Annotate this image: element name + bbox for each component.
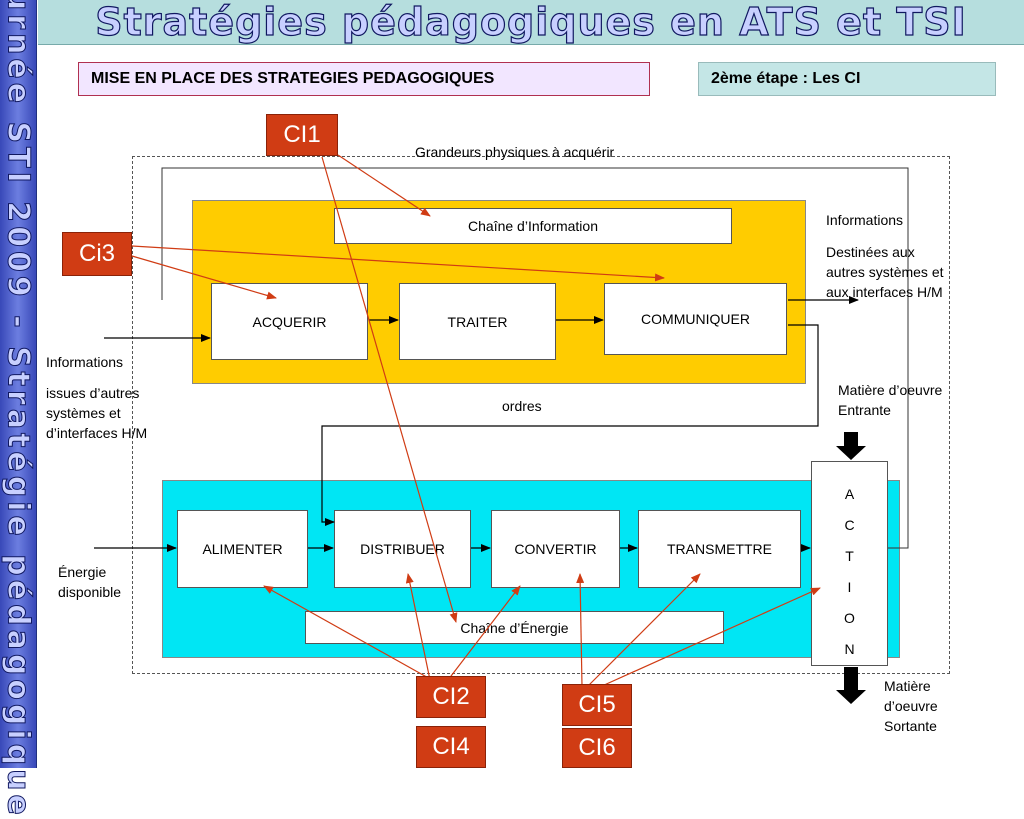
energy-chain-title: Chaîne d’Énergie — [305, 611, 724, 644]
action-letter: A — [844, 486, 855, 502]
informations-in-line: d’interfaces H/M — [46, 425, 148, 441]
action-letter: T — [845, 548, 854, 564]
ci-arrows — [131, 154, 821, 687]
matiere-entrante-label: Matière d’oeuvre — [838, 382, 943, 398]
ci5-label: CI5 — [562, 684, 632, 726]
block-acquerir: ACQUERIR — [211, 283, 368, 360]
ci4-label: CI4 — [416, 726, 486, 768]
ci6-label: CI6 — [562, 728, 632, 768]
grandeurs-physiques-label: Grandeurs physiques à acquérir — [415, 144, 615, 160]
etape-header: 2ème étape : Les CI — [698, 62, 996, 96]
diagram-connectors — [94, 154, 909, 704]
ci1-label: CI1 — [266, 114, 338, 156]
action-block: A C T I O N — [811, 461, 888, 666]
outer-frame-lines — [161, 167, 909, 549]
action-letter: N — [844, 641, 855, 657]
title-bar: Stratégies pédagogiques en ATS et TSI — [38, 0, 1024, 45]
ci3-label: Ci3 — [62, 232, 132, 276]
informations-out-title: Informations — [826, 212, 904, 228]
informations-out-line: Destinées aux — [826, 244, 915, 260]
side-band: Journée STI 2009 - Stratégie pédagogique — [0, 0, 37, 819]
informations-in-line: systèmes et — [46, 405, 121, 421]
informations-in-title: Informations — [46, 354, 124, 370]
matiere-entrante-label: Entrante — [838, 402, 891, 418]
block-alimenter: ALIMENTER — [177, 510, 308, 588]
information-chain-title: Chaîne d’Information — [334, 208, 732, 244]
block-convertir: CONVERTIR — [491, 510, 620, 588]
ordres-label: ordres — [502, 398, 542, 414]
action-letter: C — [844, 517, 855, 533]
matter-arrows — [836, 432, 866, 704]
action-letter: I — [847, 579, 852, 595]
energie-label: Énergie — [58, 564, 107, 580]
matiere-sortante-label: Matière — [884, 678, 931, 694]
informations-out-line: autres systèmes et — [826, 264, 944, 280]
block-transmettre: TRANSMETTRE — [638, 510, 801, 588]
action-letter: O — [844, 610, 855, 626]
informations-out-line: aux interfaces H/M — [826, 284, 943, 300]
block-distribuer: DISTRIBUER — [334, 510, 471, 588]
block-communiquer: COMMUNIQUER — [604, 283, 787, 355]
matiere-sortante-label: Sortante — [884, 718, 937, 734]
system-boundary — [132, 156, 950, 674]
page-title: Stratégies pédagogiques en ATS et TSI — [95, 0, 967, 45]
block-traiter: TRAITER — [399, 283, 556, 360]
informations-in-line: issues d’autres — [46, 385, 140, 401]
ci2-label: CI2 — [416, 676, 486, 718]
matiere-sortante-label: d’oeuvre — [884, 698, 938, 714]
mise-en-place-header: MISE EN PLACE DES STRATEGIES PEDAGOGIQUE… — [78, 62, 650, 96]
energie-label: disponible — [58, 584, 122, 600]
black-flow-arrows — [94, 296, 859, 552]
